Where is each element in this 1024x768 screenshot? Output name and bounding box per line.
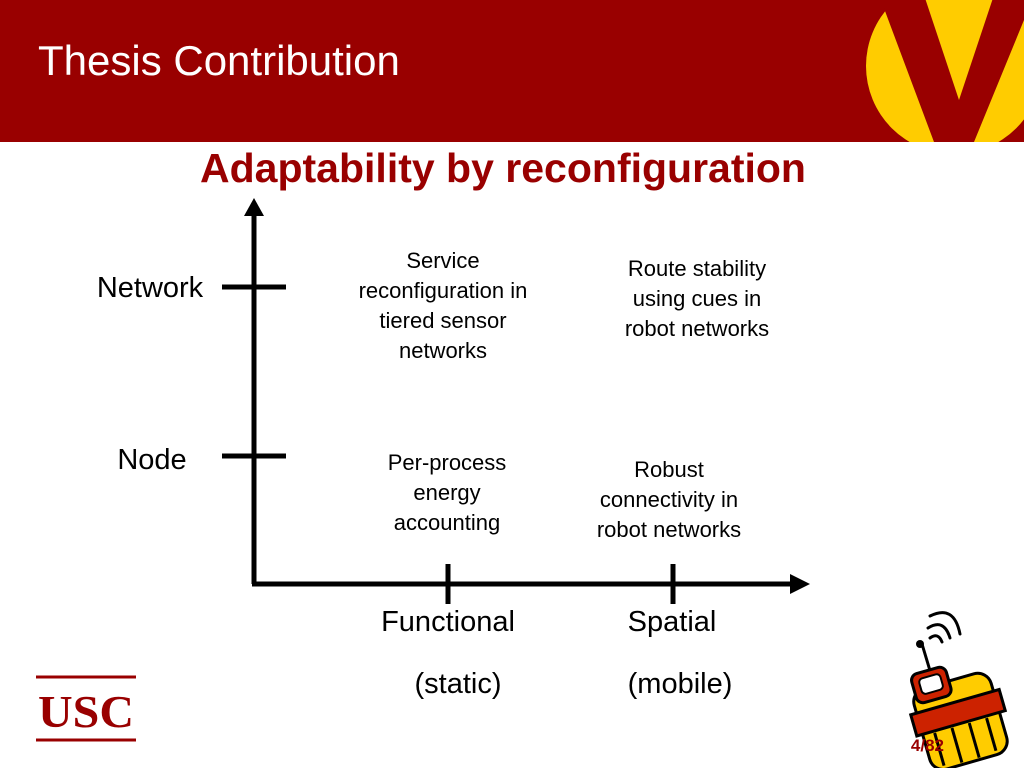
usc-logo-text: USC	[38, 686, 134, 737]
usc-logo: USC	[36, 675, 136, 742]
x-tick-label-spatial: Spatial	[627, 606, 717, 638]
slide-title: Thesis Contribution	[38, 37, 400, 84]
y-tick-label-node: Node	[117, 444, 187, 476]
x-tick-sublabel-mobile: (mobile)	[627, 668, 733, 700]
slide-subtitle: Adaptability by reconfiguration	[200, 145, 806, 191]
cell-node-functional: Per-process energy accounting	[387, 450, 507, 535]
header-bar: Thesis Contribution	[0, 0, 1024, 142]
y-axis-arrowhead	[244, 198, 264, 216]
robot-icon	[908, 611, 1009, 768]
x-tick-label-functional: Functional	[381, 606, 515, 638]
x-axis-arrowhead	[790, 574, 810, 594]
x-tick-sublabel-static: (static)	[414, 668, 502, 700]
y-tick-label-network: Network	[96, 272, 204, 304]
cell-node-spatial: Robust connectivity in robot networks	[596, 457, 742, 542]
cell-network-spatial: Route stability using cues in robot netw…	[624, 256, 770, 341]
cell-network-functional: Service reconfiguration in tiered sensor…	[358, 248, 528, 363]
page-number: 4/82	[910, 736, 944, 755]
v-logo-icon	[866, 0, 1024, 142]
